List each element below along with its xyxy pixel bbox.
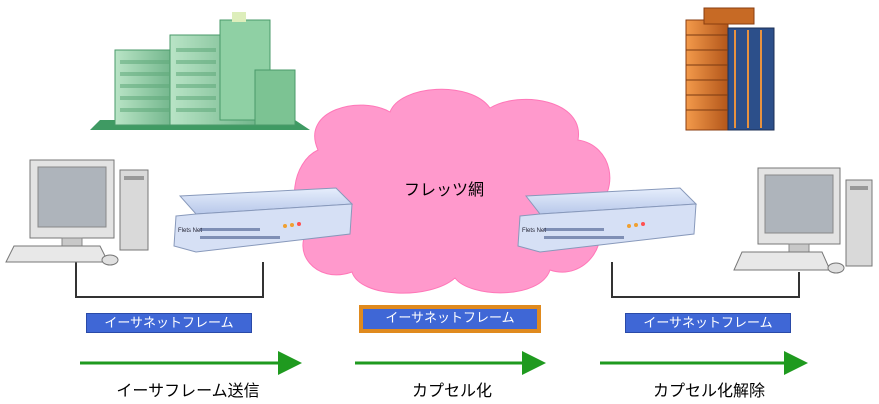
router-brand-right: Flets Net — [522, 228, 546, 234]
office-building-left — [90, 12, 310, 130]
router-left: Flets Net — [173, 187, 354, 253]
frame-label-encapsulated: イーサネットフレーム — [359, 305, 541, 333]
cloud-label: フレッツ網 — [404, 180, 485, 199]
router-right: Flets Net — [517, 187, 698, 253]
frame-label-left: イーサネットフレーム — [86, 313, 252, 333]
wire-right — [611, 262, 800, 298]
pc-left — [5, 159, 149, 266]
wire-left — [75, 262, 264, 298]
step-decapsulate: カプセル化解除 — [652, 381, 765, 400]
step-send: イーサフレーム送信 — [116, 381, 260, 400]
step-encapsulate: カプセル化 — [411, 381, 492, 400]
frame-label-right: イーサネットフレーム — [625, 313, 791, 333]
pc-right — [733, 167, 873, 274]
office-tower-right — [685, 7, 775, 131]
router-brand-left: Flets Net — [178, 228, 202, 234]
